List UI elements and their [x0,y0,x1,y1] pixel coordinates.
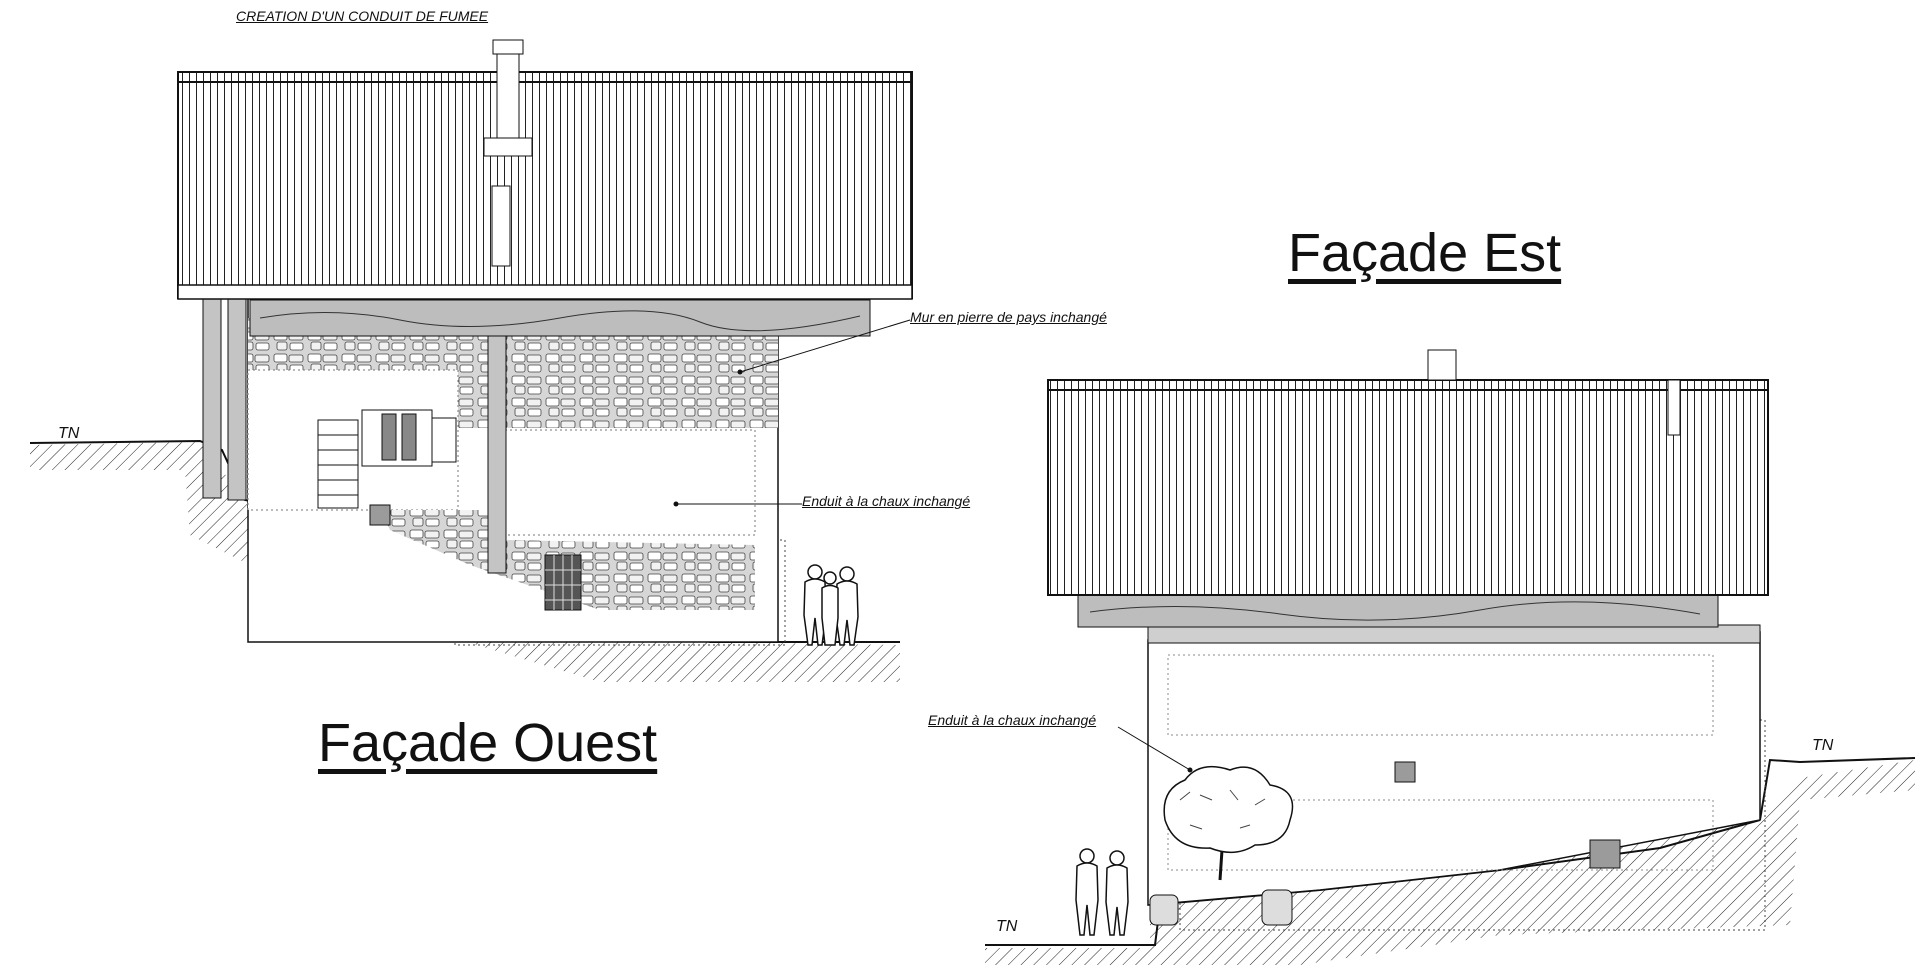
west-human-figures [803,564,859,646]
west-render-panel-2 [504,429,756,536]
leader-stone-dot [737,369,743,375]
east-ground-hatch [985,760,1915,965]
east-title: Façade Est [1288,223,1562,283]
west-facade [29,39,913,682]
east-wall-panel-2 [1167,799,1714,871]
west-window [317,409,457,509]
east-vent-upper [1394,761,1416,783]
east-stone-block-1 [1149,894,1179,926]
east-wall-panel [1167,654,1714,736]
west-roof-eave [177,284,913,300]
annotation-render-west: Enduit à la chaux inchangé [802,493,971,509]
east-ground-label-right: TN [1812,737,1834,754]
east-tree [1163,765,1294,881]
west-vent [369,504,391,526]
west-post-mid [487,297,507,574]
east-gutter-downpipe [1667,379,1681,436]
west-cellar-grille [544,554,582,611]
east-roof-cladding [1047,379,1769,596]
east-facade [985,349,1916,965]
east-timber-grain [1089,601,1701,621]
west-post-left [202,297,222,499]
west-title: Façade Ouest [318,713,658,773]
west-roof-cladding [177,71,913,299]
west-timber-grain [259,310,861,332]
west-post-left-2 [227,297,247,501]
east-vent-lower [1589,839,1621,869]
east-ground-label-left: TN [996,918,1018,935]
east-chimney-cap [1427,349,1457,381]
header-note: CREATION D'UN CONDUIT DE FUMEE [236,8,489,24]
annotation-render-east: Enduit à la chaux inchangé [928,712,1097,728]
leader-stone [739,319,911,373]
leader-render-west-dot [673,501,679,507]
chimney-flue [483,39,533,267]
west-ground-label: TN [58,425,80,442]
leader-render-east-dot [1187,767,1193,773]
east-human-figures [1075,848,1129,936]
leader-render-east [1117,726,1191,771]
east-timber-beams [1077,594,1719,628]
east-stone-block-2 [1261,889,1293,926]
annotation-stone-wall: Mur en pierre de pays inchangé [910,309,1107,325]
east-timber-band [1147,624,1761,644]
